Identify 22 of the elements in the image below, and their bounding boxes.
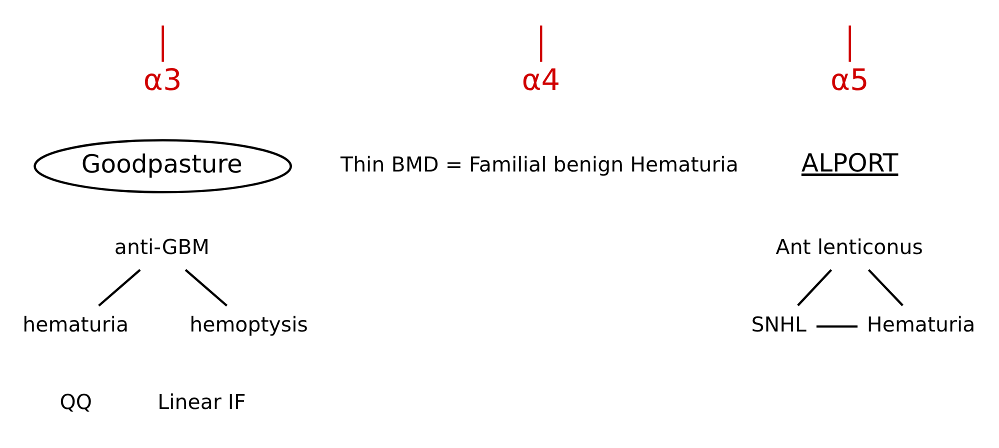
node-text: α5 [830,62,869,97]
label: Linear IF [158,389,246,414]
node-text: hemoptysis [190,312,308,336]
connector [797,268,832,306]
node-text: Thin BMD = Familial benign Hematuria [340,152,738,176]
label: QQ [60,389,92,414]
connector [540,25,542,62]
node-text: α4 [522,62,560,97]
node-text: α3 [143,62,182,97]
node-text: ALPORT [801,148,898,177]
connector [98,268,141,306]
node-ellipse: Goodpasture [34,138,292,193]
connector [162,25,164,62]
node-text: SNHL [751,312,806,336]
node-text: Hematuria [866,312,976,336]
connector [868,268,904,306]
connector [848,25,851,62]
node-text: anti-GBM [114,234,210,258]
connector [184,268,228,306]
connector [816,324,858,328]
node-text: Ant lenticonus [776,234,923,258]
node-text: hematuria [22,312,129,336]
